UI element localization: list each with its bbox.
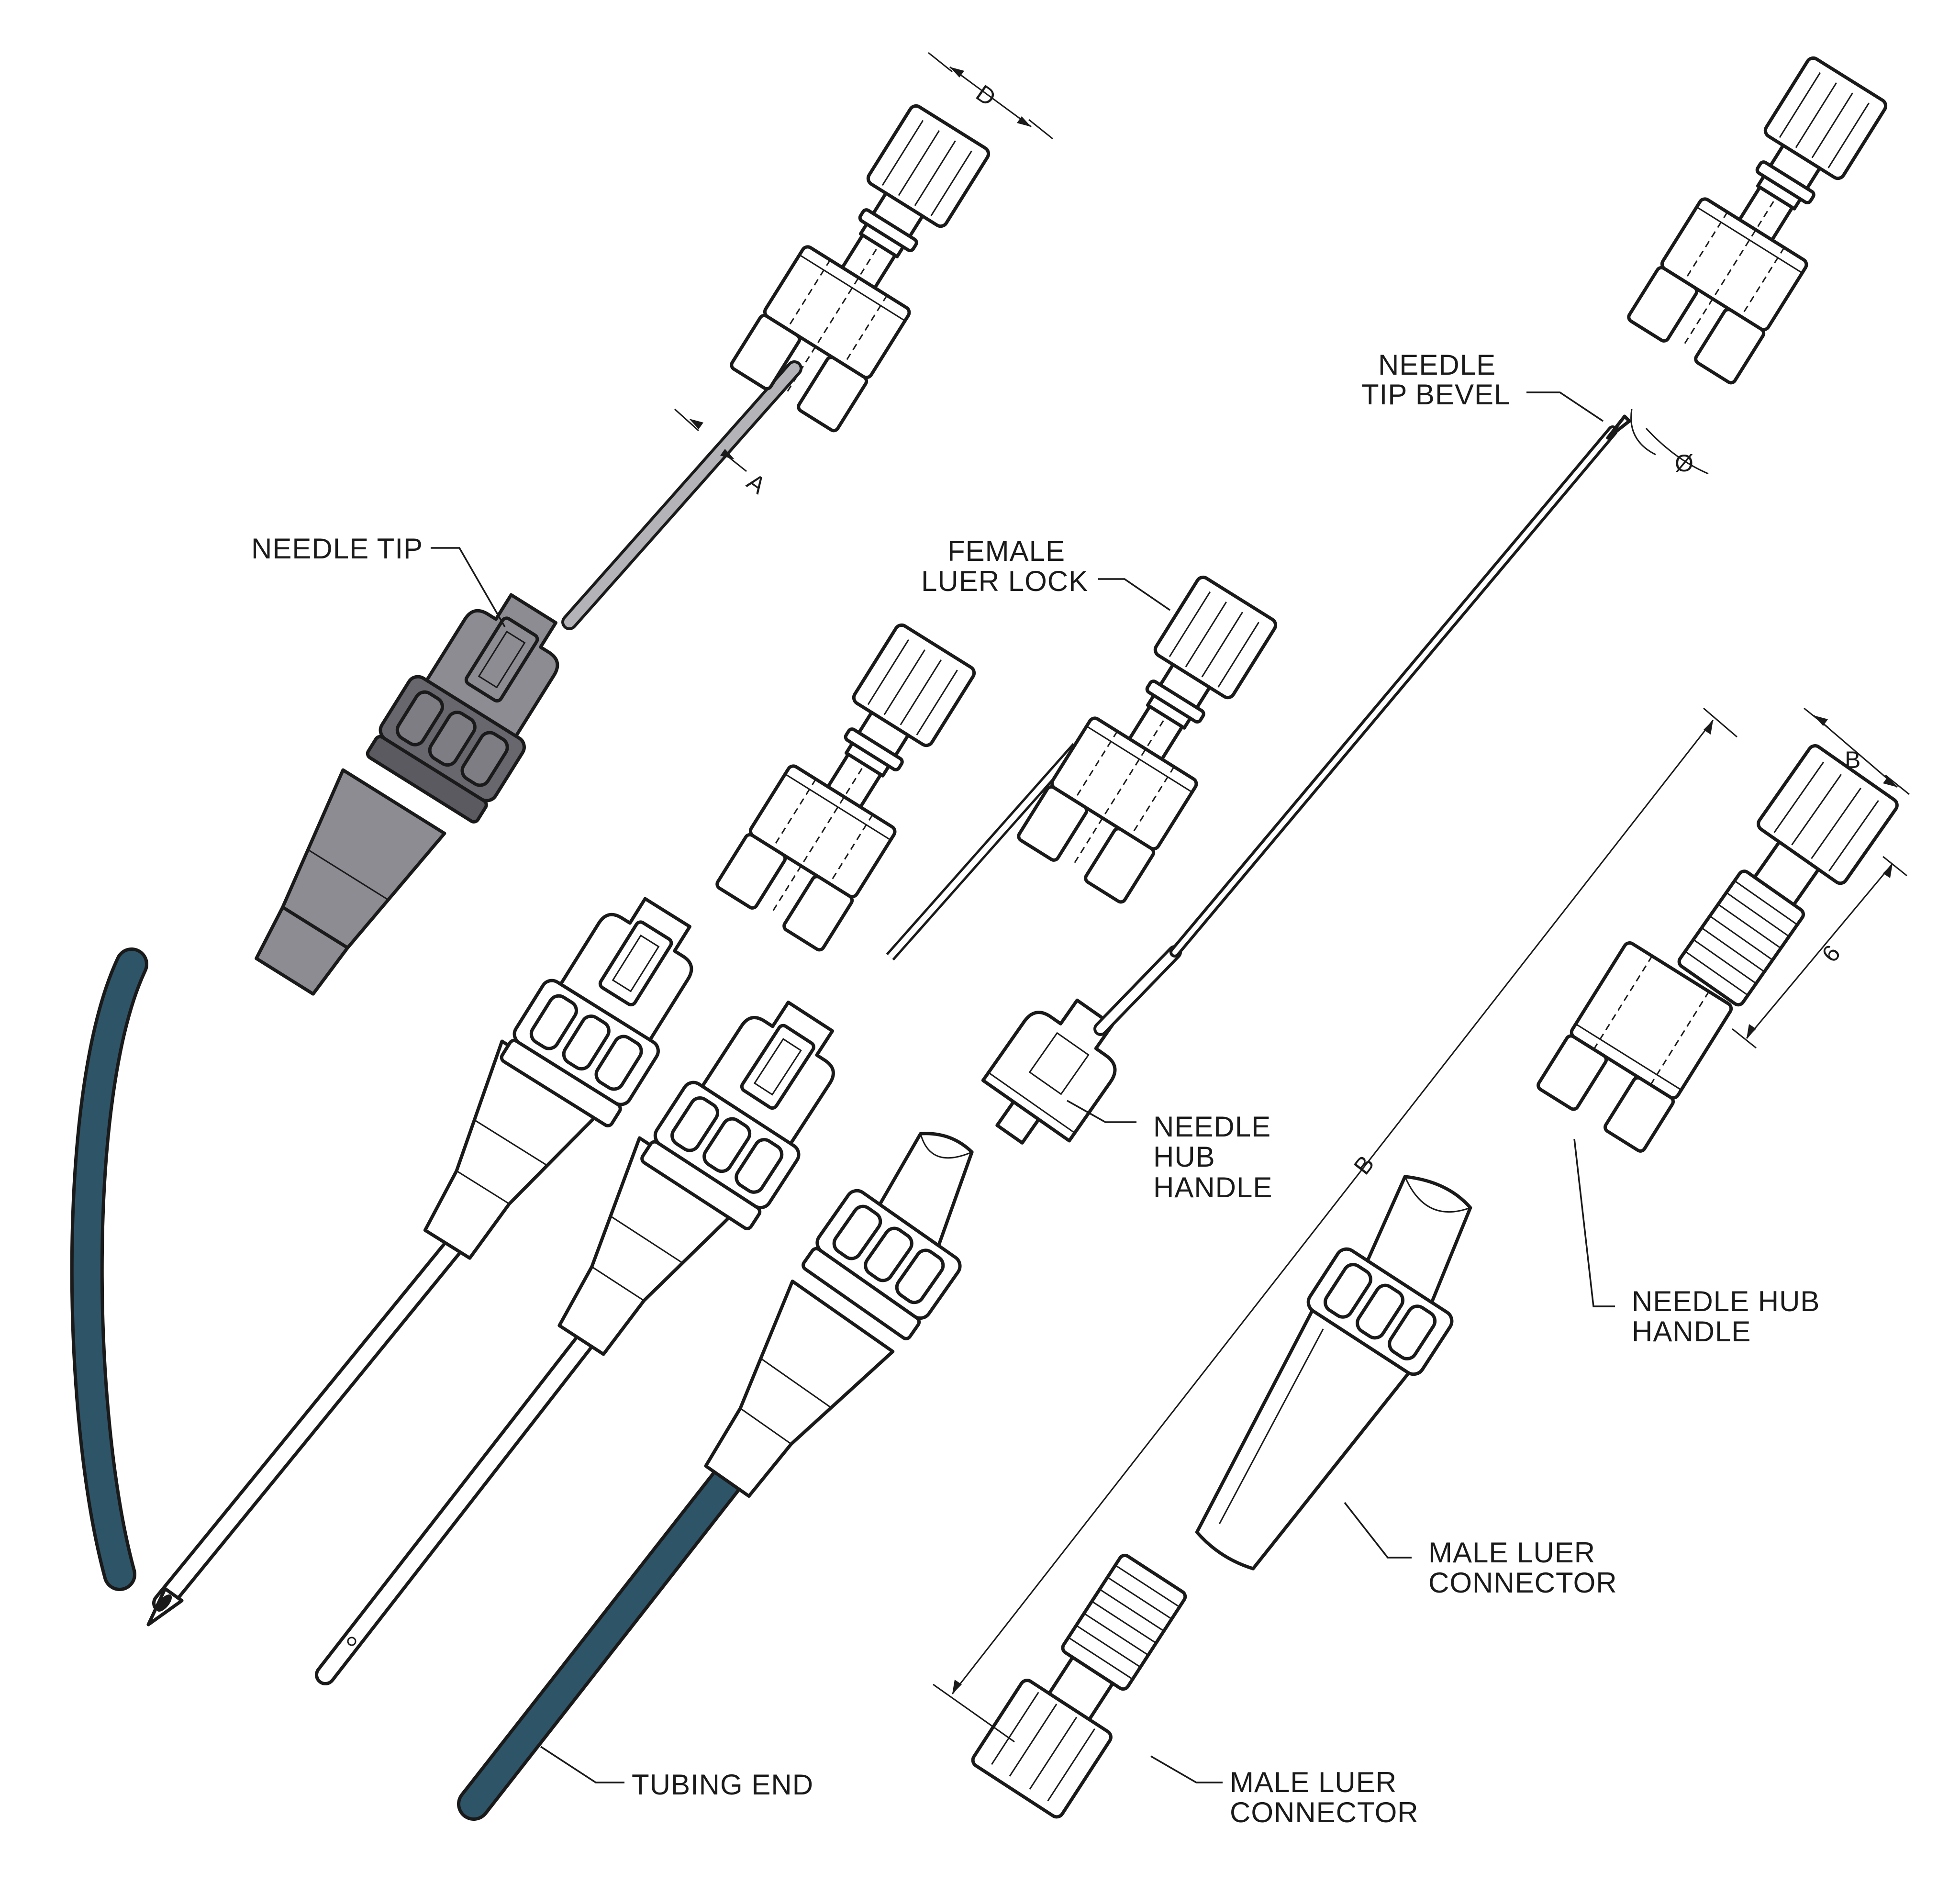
luer-lock-3 (1017, 566, 1292, 904)
tubing-straight (457, 1457, 749, 1821)
label-hub-handle-b-2: HANDLE (1632, 1315, 1751, 1348)
label-hub-handle-a-1: NEEDLE (1153, 1111, 1271, 1143)
luer-lock-2 (715, 614, 991, 952)
needle-hub-handle-4 (981, 998, 1117, 1145)
assembly-catheter (315, 566, 1292, 1685)
needle-hub-handle-exploded (1537, 941, 1733, 1153)
male-luer-connector-body (1195, 1175, 1472, 1571)
label-male-luer-a-1: MALE LUER (1428, 1537, 1595, 1569)
dimension-b-small: B (1804, 707, 1910, 795)
label-hub-handle-a-3: HANDLE (1153, 1171, 1272, 1203)
label-needle-bevel-2: TIP BEVEL (1361, 379, 1510, 411)
label-tubing-end: TUBING END (632, 1769, 813, 1801)
dimension-phi-label: Ø (1675, 450, 1693, 477)
catheter-collar-4 (802, 1132, 974, 1340)
label-female-luer-2: LUER LOCK (921, 565, 1088, 597)
luer-lock-top-right (1627, 47, 1903, 385)
dimension-a-label: A (742, 468, 771, 499)
dimension-b-long-label: B (1348, 1150, 1380, 1180)
catheter-body-dark (255, 768, 446, 996)
label-needle-bevel-1: NEEDLE (1378, 349, 1496, 381)
needle-shaft-grey (561, 360, 802, 630)
assembly-left-dark: D A (70, 52, 1053, 1591)
dimension-six-label: 6 (1816, 940, 1846, 967)
label-male-luer-b-1: MALE LUER (1230, 1766, 1397, 1798)
dimension-b-small-label: B (1845, 746, 1860, 773)
male-luer-thread-top (1677, 744, 1899, 1007)
dimension-d-label: D (971, 79, 1001, 111)
leader-lines (431, 391, 1615, 1783)
needle-shaft-2 (146, 1229, 470, 1627)
catheter-shaft-3 (315, 1320, 604, 1685)
catheter-hub-dark (366, 593, 559, 824)
dimension-phi: Ø (1630, 409, 1709, 477)
luer-lock-top-left (730, 95, 1005, 433)
label-female-luer-1: FEMALE (947, 535, 1065, 567)
exploded-parts: B B 6 (933, 707, 1910, 1819)
label-male-luer-a-2: CONNECTOR (1428, 1567, 1617, 1599)
label-hub-handle-b-1: NEEDLE HUB (1632, 1285, 1820, 1317)
label-hub-handle-a-2: HUB (1153, 1141, 1215, 1173)
assembly-tubing: Ø (457, 47, 1903, 1821)
assembly-needle (146, 614, 991, 1627)
male-luer-connector-bottom (971, 1553, 1187, 1819)
label-needle-tip: NEEDLE TIP (251, 533, 423, 565)
labels: NEEDLE TIP FEMALE LUER LOCK NEEDLE TIP B… (251, 349, 1820, 1828)
label-male-luer-b-2: CONNECTOR (1230, 1796, 1419, 1828)
long-needle (1093, 414, 1631, 1036)
